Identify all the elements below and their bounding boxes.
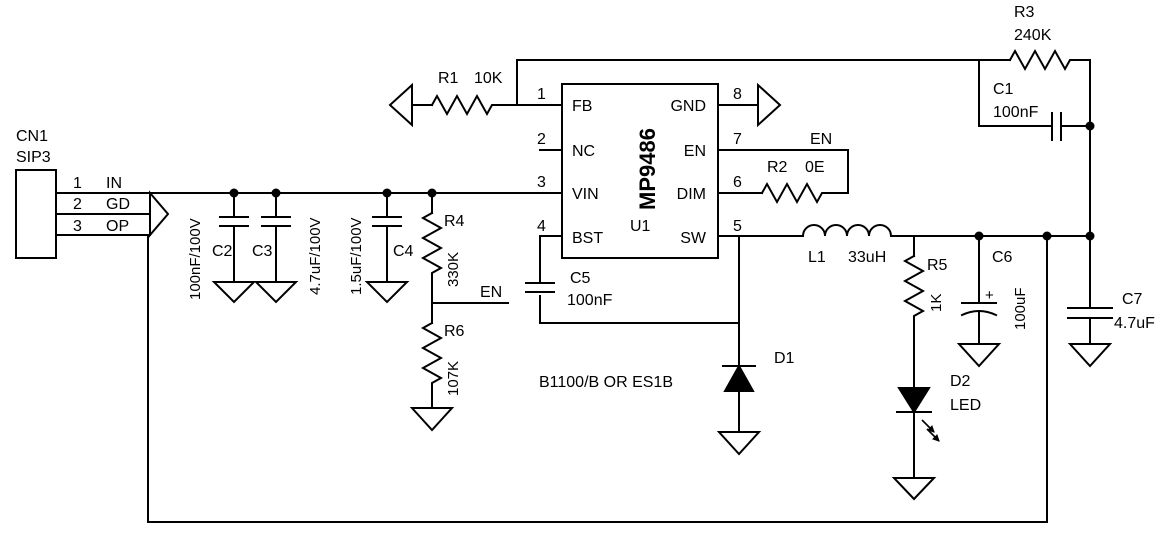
resistor-ref: R6 — [444, 323, 465, 340]
resistor-value: 0E — [805, 159, 825, 176]
ground-icon — [757, 82, 782, 128]
ic-ref: U1 — [630, 218, 651, 235]
connector-gnd-arrow — [149, 190, 170, 238]
en-net-divider: EN — [431, 284, 509, 304]
ground-symbols — [211, 82, 1113, 501]
capacitor-ref: C5 — [570, 270, 591, 287]
ground-icon — [1067, 343, 1113, 368]
ic-pin-num: 1 — [537, 86, 546, 103]
capacitor-value: 100nF — [993, 104, 1039, 121]
ic-pin-name: SW — [680, 230, 707, 247]
capacitor-c3: C3 4.7uF/100V — [252, 192, 324, 295]
ground-icon — [409, 407, 455, 432]
resistor-r5: R5 1K — [902, 235, 948, 389]
ground-icon — [388, 82, 413, 128]
connector-body — [15, 169, 57, 259]
resistor-r1: R1 10K — [430, 70, 503, 117]
ic-part-number: MP9486 — [635, 128, 660, 210]
capacitor-c7: C7 4.7uF — [1067, 291, 1155, 345]
resistor-ref: R1 — [438, 70, 459, 87]
resistor-ref: R5 — [927, 257, 948, 274]
resistor-r3: R3 240K — [1008, 4, 1091, 72]
connector-ref: CN1 — [16, 128, 48, 145]
ground-icon — [364, 281, 410, 304]
resistor-value: 1K — [928, 294, 945, 312]
ground-icon — [956, 343, 1002, 368]
diode-ref: D1 — [774, 350, 795, 367]
ic-pin-name: BST — [572, 230, 603, 247]
resistor-value: 330K — [445, 252, 462, 287]
inductor-value: 33uH — [848, 249, 886, 266]
resistor-ref: R3 — [1014, 4, 1035, 21]
ic-pin-num: 6 — [733, 174, 742, 191]
ic-pin-name: VIN — [572, 186, 599, 203]
ground-icon — [891, 477, 937, 501]
capacitor-ref: C3 — [252, 243, 273, 260]
ic-pin-num: 3 — [537, 174, 546, 191]
inductor-ref: L1 — [808, 249, 826, 266]
resistor-value: 107K — [445, 361, 462, 396]
ic-pin-num: 7 — [733, 131, 742, 148]
capacitor-ref: C7 — [1122, 291, 1143, 308]
connector-pin-num: 3 — [73, 218, 82, 235]
inductor-l1: L1 33uH — [801, 224, 893, 266]
ic-pin-name: DIM — [677, 186, 706, 203]
capacitor-c2: C2 100nF/100V — [187, 192, 249, 300]
capacitor-value: 100nF — [567, 292, 613, 309]
diode-part: B1100/B OR ES1B — [539, 374, 673, 391]
connector-pin-name: IN — [106, 175, 122, 192]
capacitor-value: 100nF/100V — [187, 218, 204, 300]
ic-u1: 1 2 3 4 FB NC VIN BST 8 7 6 5 GND EN DIM… — [537, 83, 742, 259]
ic-pin-name: NC — [572, 143, 595, 160]
led-symbol — [897, 387, 931, 414]
resistor-value: 240K — [1014, 27, 1052, 44]
ic-pin-name: GND — [670, 98, 706, 115]
net-label-en: EN — [810, 131, 832, 148]
capacitor-c5: C5 100nF — [525, 270, 613, 309]
capacitor-c6: + C6 100uF — [960, 235, 1029, 345]
resistor-r4: R4 330K — [420, 192, 465, 304]
junction-dots — [229, 121, 1095, 241]
connector-pin-name: OP — [106, 218, 129, 235]
ic-pin-num: 8 — [733, 86, 742, 103]
connector-cn1: CN1 SIP3 1 IN 2 GD 3 OP — [15, 128, 170, 259]
ic-pin-num: 4 — [537, 218, 546, 235]
capacitor-value: 4.7uF/100V — [307, 217, 324, 295]
capacitor-polarity: + — [985, 287, 994, 304]
resistor-ref: R4 — [444, 213, 465, 230]
resistor-r6: R6 107K — [420, 302, 465, 409]
ground-icon — [716, 431, 762, 456]
connector-pin-num: 1 — [73, 175, 82, 192]
net-label-en: EN — [480, 284, 502, 301]
ground-icon — [253, 281, 299, 304]
diode-d2-led: D2 LED — [896, 373, 981, 479]
connector-type: SIP3 — [16, 149, 51, 166]
diode-symbol — [723, 363, 755, 392]
capacitor-c4: C4 1.5uF/100V — [348, 192, 414, 295]
connector-pin-name: GD — [106, 196, 130, 213]
capacitor-value: 1.5uF/100V — [348, 217, 365, 295]
ic-pin-num: 2 — [537, 131, 546, 148]
resistor-value: 10K — [474, 70, 503, 87]
resistor-r2: R2 0E — [760, 159, 827, 205]
capacitor-ref: C2 — [212, 243, 233, 260]
diode-part: LED — [950, 397, 981, 414]
capacitor-ref: C1 — [993, 81, 1014, 98]
ic-body — [561, 83, 719, 259]
ground-icon — [211, 281, 257, 304]
ic-pin-name: FB — [572, 98, 592, 115]
diode-ref: D2 — [950, 373, 971, 390]
ic-pin-name: EN — [684, 143, 706, 160]
connector-pin-num: 2 — [73, 196, 82, 213]
ic-pin-num: 5 — [733, 218, 742, 235]
capacitor-ref: C6 — [992, 249, 1013, 266]
wiring — [147, 59, 1091, 523]
diode-d1: D1 B1100/B OR ES1B — [539, 350, 795, 392]
capacitor-value: 100uF — [1012, 287, 1029, 330]
resistor-ref: R2 — [767, 159, 788, 176]
capacitor-value: 4.7uF — [1114, 315, 1155, 332]
capacitor-ref: C4 — [393, 243, 414, 260]
capacitor-c1: C1 100nF — [993, 81, 1062, 141]
